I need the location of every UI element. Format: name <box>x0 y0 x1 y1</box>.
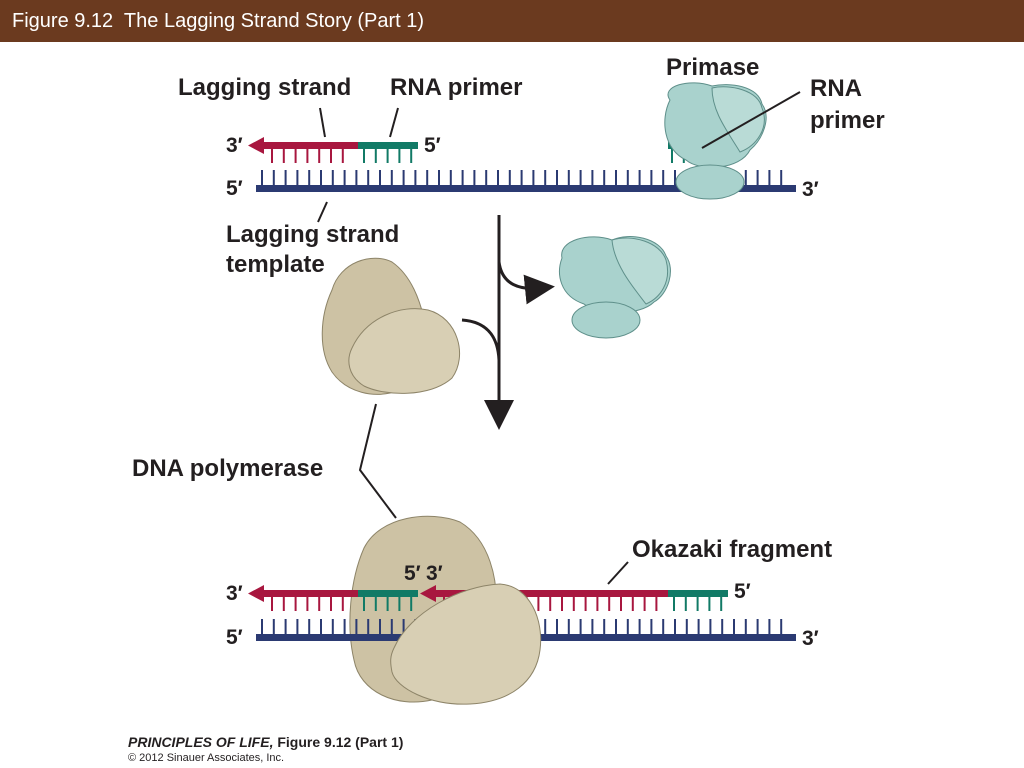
polymerase-join-arrow <box>461 318 501 361</box>
primase-bound <box>664 82 767 200</box>
okazaki-fragment-label: Okazaki fragment <box>632 536 832 563</box>
primase-label: Primase <box>666 54 759 81</box>
top-panel: Lagging strand RNA primer Primase RNA pr… <box>178 54 885 278</box>
bottom-rna-primer-1 <box>358 590 418 597</box>
top-lagging-strand <box>262 142 358 149</box>
process-arrows <box>461 215 555 430</box>
bottom-upper-right-end: 5′ <box>734 580 751 603</box>
dna-polymerase-free <box>321 257 461 395</box>
primase-released <box>559 236 671 339</box>
top-lower-left-end: 5′ <box>226 177 243 200</box>
top-primer-ticks <box>363 149 413 163</box>
dna-polymerase-label: DNA polymerase <box>132 455 323 482</box>
template-label-line1: Lagging strand <box>226 221 399 248</box>
okazaki-arrowhead <box>420 585 436 602</box>
bottom-lagging-strand-1 <box>262 590 358 597</box>
top-template-strand <box>256 185 796 192</box>
lagging-strand-label: Lagging strand <box>178 74 351 101</box>
primase-primer-pointer <box>701 91 801 149</box>
okazaki-pointer <box>607 561 629 585</box>
top-upper-left-end: 3′ <box>226 134 243 157</box>
bottom-lagging-ticks-1 <box>271 597 344 611</box>
bottom-primer-ticks-1 <box>363 597 413 611</box>
bottom-panel: Okazaki fragment 5′ 3′ 3′ 5′ 5′ 3′ <box>226 515 832 705</box>
bottom-primer-ticks-2 <box>673 597 723 611</box>
okazaki-fragment-strand <box>434 590 668 597</box>
bottom-upper-left-end: 3′ <box>226 582 243 605</box>
top-upper-right-end: 5′ <box>424 134 441 157</box>
bottom-lagging-arrowhead-1 <box>248 585 264 602</box>
bottom-lower-right-end: 3′ <box>802 627 819 650</box>
copyright: © 2012 Sinauer Associates, Inc. <box>128 752 285 764</box>
credit-line: PRINCIPLES OF LIFE, Figure 9.12 (Part 1) <box>128 734 403 750</box>
lagging-strand-pointer <box>319 107 326 138</box>
rna-primer-label: RNA primer <box>390 74 522 101</box>
rna-primer-pointer <box>389 107 399 138</box>
bottom-rna-primer-2 <box>668 590 728 597</box>
junction-5-prime: 5′ <box>404 562 421 585</box>
figure-title: Figure 9.12 The Lagging Strand Story (Pa… <box>12 10 425 32</box>
primase-rna-label: RNA <box>810 75 862 102</box>
junction-3-prime: 3′ <box>426 562 443 585</box>
credit-book: PRINCIPLES OF LIFE, <box>128 734 274 750</box>
bottom-template-ticks <box>261 619 783 634</box>
title-bar: Figure 9.12 The Lagging Strand Story (Pa… <box>0 0 1024 42</box>
top-lagging-ticks <box>271 149 344 163</box>
credit-figure: Figure 9.12 (Part 1) <box>277 734 404 750</box>
primase-release-arrow <box>497 261 555 305</box>
dna-polymerase-bound-front <box>390 583 542 705</box>
template-pointer <box>317 201 328 223</box>
top-template-ticks <box>261 170 783 185</box>
top-lower-right-end: 3′ <box>802 178 819 201</box>
top-rna-primer <box>358 142 418 149</box>
bottom-lower-left-end: 5′ <box>226 626 243 649</box>
top-lagging-arrowhead <box>248 137 264 154</box>
template-label-line2: template <box>226 251 325 278</box>
dna-polymerase-pointer <box>358 403 397 519</box>
primase-primer-label: primer <box>810 107 885 134</box>
